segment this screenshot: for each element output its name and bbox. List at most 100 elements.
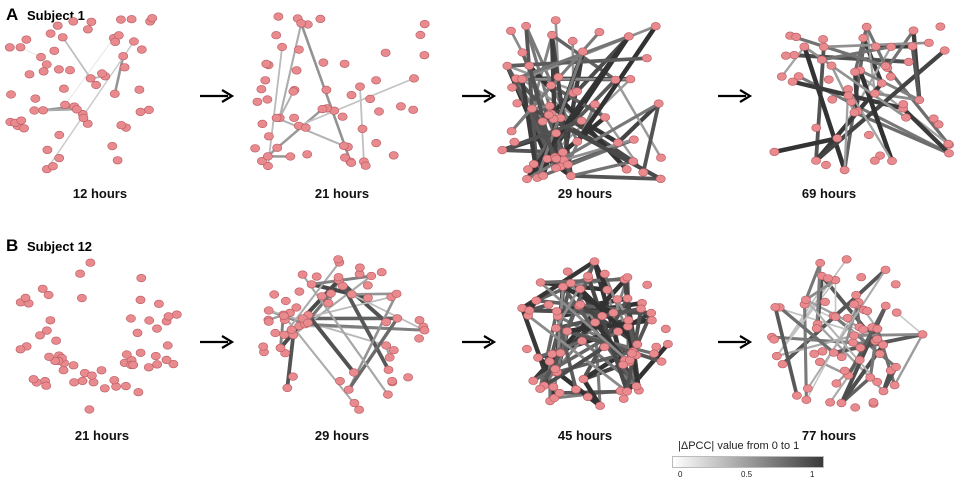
network-node-6-48 bbox=[258, 342, 269, 351]
network-node-7-22 bbox=[544, 357, 555, 366]
network-node-7-42 bbox=[543, 300, 554, 309]
network-node-2-45 bbox=[271, 31, 282, 40]
network-node-7-5 bbox=[599, 269, 610, 279]
network-node-1-58 bbox=[116, 121, 127, 130]
network-node-4-24 bbox=[826, 61, 837, 70]
network-edge-3-29 bbox=[615, 101, 661, 145]
legend-title: |ΔPCC| value from 0 to 1 bbox=[678, 440, 800, 452]
network-node-2-9 bbox=[289, 113, 299, 122]
network-node-8-60 bbox=[865, 373, 876, 382]
network-node-5-36 bbox=[77, 376, 88, 386]
network-node-7-30 bbox=[595, 401, 605, 410]
network-node-7-21 bbox=[547, 349, 557, 359]
network-node-3-23 bbox=[567, 36, 578, 46]
network-node-7-11 bbox=[651, 342, 662, 351]
network-node-1-19 bbox=[4, 43, 15, 52]
network-node-2-36 bbox=[300, 123, 311, 132]
network-node-8-52 bbox=[777, 360, 788, 369]
network-node-4-46 bbox=[870, 42, 881, 51]
network-node-6-65 bbox=[263, 317, 274, 326]
network-node-8-38 bbox=[868, 398, 879, 407]
network-edge-2-4 bbox=[275, 116, 345, 147]
network-node-7-74 bbox=[583, 272, 593, 281]
network-node-3-3 bbox=[502, 61, 513, 71]
network-node-2-2 bbox=[346, 90, 357, 100]
network-node-4-33 bbox=[769, 147, 780, 156]
network-node-7-1 bbox=[578, 375, 589, 384]
network-node-3-18 bbox=[613, 138, 623, 147]
network-node-1-32 bbox=[21, 35, 32, 44]
network-node-4-37 bbox=[817, 55, 827, 64]
network-node-4-23 bbox=[924, 38, 934, 47]
network-node-8-13 bbox=[817, 347, 828, 356]
network-node-3-59 bbox=[610, 75, 621, 84]
network-node-4-4 bbox=[823, 75, 834, 84]
network-node-5-25 bbox=[161, 355, 172, 365]
network-node-7-66 bbox=[663, 340, 673, 349]
network-node-7-51 bbox=[660, 324, 671, 334]
network-node-2-13 bbox=[371, 76, 381, 85]
network-edge-8-37 bbox=[773, 305, 799, 398]
stage-label-b-4: 77 hours bbox=[801, 428, 857, 443]
network-node-8-39 bbox=[875, 349, 885, 359]
network-node-7-27 bbox=[577, 336, 587, 346]
network-node-1-51 bbox=[91, 80, 101, 90]
network-node-7-10 bbox=[647, 316, 657, 325]
network-node-6-28 bbox=[384, 353, 395, 362]
network-edge-6-27 bbox=[301, 273, 389, 396]
network-node-7-64 bbox=[551, 307, 562, 316]
network-edge-2-9 bbox=[359, 85, 365, 163]
network-node-4-40 bbox=[818, 42, 829, 52]
network-node-3-30 bbox=[553, 72, 564, 82]
network-edge-4-15 bbox=[885, 29, 916, 70]
network-node-5-11 bbox=[168, 360, 179, 369]
network-edge-4-11 bbox=[780, 45, 806, 78]
network-node-8-29 bbox=[878, 340, 888, 350]
network-node-5-28 bbox=[152, 324, 162, 333]
network-node-8-41 bbox=[849, 300, 860, 309]
network-node-7-25 bbox=[590, 318, 600, 327]
network-node-7-75 bbox=[602, 285, 613, 294]
network-node-7-35 bbox=[656, 357, 667, 366]
network-node-4-1 bbox=[811, 156, 821, 165]
stage-label-a-4: 69 hours bbox=[801, 186, 857, 201]
network-node-7-20 bbox=[646, 308, 657, 318]
network-node-6-29 bbox=[333, 255, 344, 264]
network-node-4-34 bbox=[827, 95, 838, 104]
network-node-8-53 bbox=[862, 306, 873, 316]
network-node-3-43 bbox=[572, 87, 582, 96]
network-node-5-48 bbox=[75, 269, 85, 278]
network-node-1-9 bbox=[59, 84, 69, 93]
network-node-2-11 bbox=[321, 85, 332, 94]
network-node-3-7 bbox=[623, 32, 634, 41]
network-node-2-53 bbox=[374, 107, 384, 116]
network-node-3-31 bbox=[512, 99, 523, 108]
network-node-1-53 bbox=[49, 46, 60, 55]
network-node-4-6 bbox=[933, 120, 944, 129]
network-node-1-49 bbox=[143, 105, 154, 114]
network-node-4-42 bbox=[914, 95, 925, 105]
network-node-1-5 bbox=[15, 43, 26, 52]
network-node-8-30 bbox=[830, 312, 841, 321]
stage-label-a-1: 12 hours bbox=[72, 186, 128, 201]
network-node-8-44 bbox=[858, 325, 869, 334]
network-node-4-20 bbox=[908, 26, 919, 35]
network-node-7-62 bbox=[555, 348, 566, 358]
network-node-5-41 bbox=[135, 295, 146, 305]
network-node-4-52 bbox=[861, 22, 872, 32]
network-node-7-4 bbox=[575, 300, 586, 309]
network-node-8-56 bbox=[792, 391, 802, 400]
network-node-2-21 bbox=[262, 95, 273, 104]
network-node-8-64 bbox=[823, 274, 833, 283]
network-node-8-61 bbox=[769, 335, 779, 344]
stage-label-b-1: 21 hours bbox=[74, 428, 130, 443]
network-node-2-55 bbox=[277, 42, 287, 52]
network-node-7-45 bbox=[622, 387, 632, 396]
network-node-4-35 bbox=[885, 72, 896, 81]
network-node-8-50 bbox=[841, 255, 852, 264]
network-node-8-57 bbox=[801, 395, 812, 404]
network-node-5-4 bbox=[35, 331, 45, 340]
network-edge-3-64 bbox=[514, 34, 631, 81]
network-node-7-16 bbox=[535, 278, 546, 287]
network-node-2-31 bbox=[257, 119, 268, 128]
